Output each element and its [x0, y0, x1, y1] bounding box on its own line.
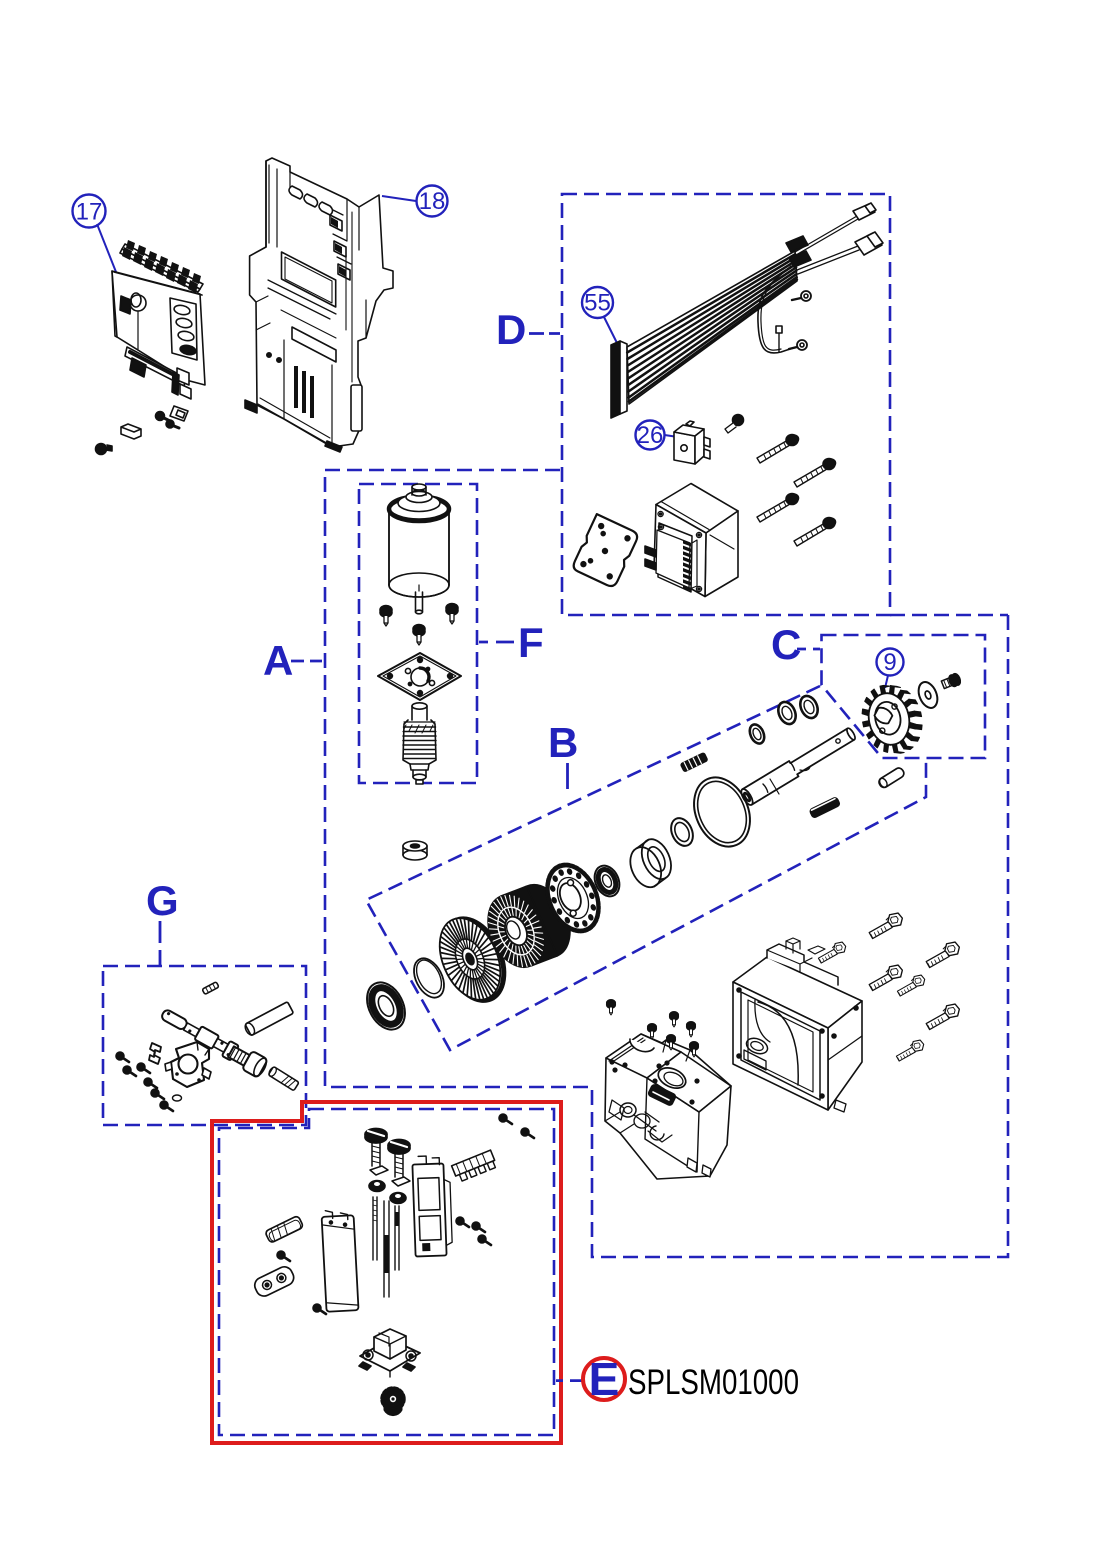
- svg-text:B: B: [548, 719, 578, 766]
- svg-text:E: E: [589, 1353, 620, 1405]
- svg-text:D: D: [496, 306, 526, 353]
- svg-text:26: 26: [637, 422, 664, 449]
- svg-text:C: C: [771, 621, 801, 668]
- svg-text:17: 17: [76, 199, 103, 226]
- svg-text:18: 18: [419, 188, 446, 215]
- svg-text:F: F: [518, 619, 544, 666]
- svg-text:A: A: [263, 637, 293, 684]
- svg-text:SPLSM01000: SPLSM01000: [628, 1363, 799, 1402]
- svg-text:55: 55: [584, 290, 611, 317]
- svg-text:G: G: [146, 877, 179, 924]
- svg-text:9: 9: [883, 649, 896, 676]
